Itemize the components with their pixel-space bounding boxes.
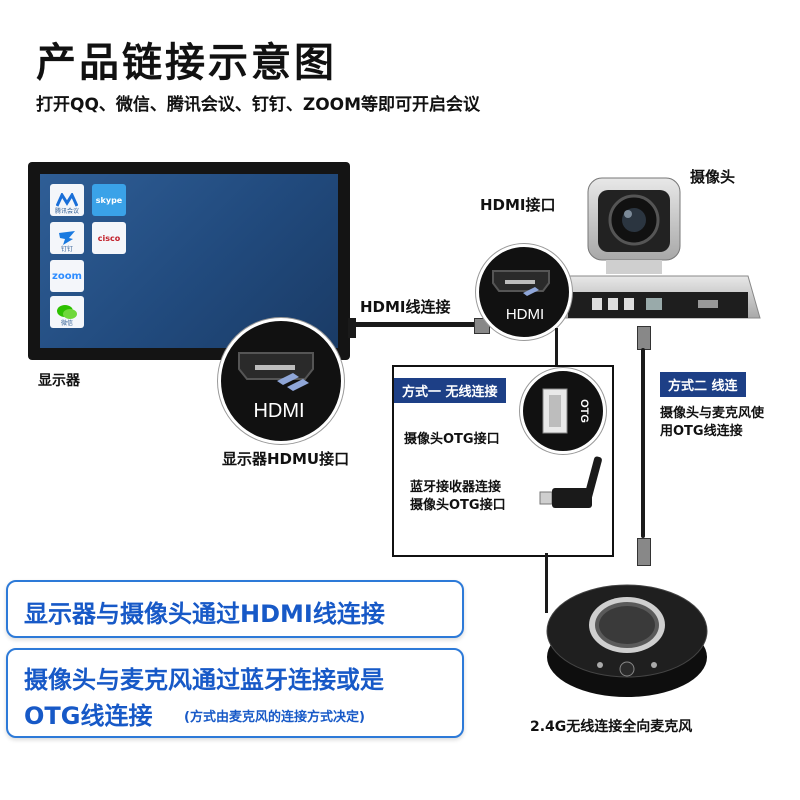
microphone-device: [546, 584, 708, 697]
receiver-label-line2: 摄像头OTG接口: [410, 498, 506, 513]
cisco-icon: cisco: [92, 222, 126, 254]
otg-cable-mode1: [555, 328, 558, 368]
note2-small: (方式由麦克风的连接方式决定): [184, 710, 365, 725]
note-mic-connection: 摄像头与麦克风通过蓝牙连接或是 OTG线连接 (方式由麦克风的连接方式决定): [6, 648, 464, 738]
hdmi-cable: [348, 322, 478, 327]
otg-plug-top: [637, 326, 651, 350]
receiver-label-line1: 蓝牙接收器连接: [410, 480, 502, 495]
app-label: zoom: [52, 270, 82, 282]
camera-hdmi-text: HDMI: [506, 306, 544, 323]
page-subtitle: 打开QQ、微信、腾讯会议、钉钉、ZOOM等即可开启会议: [36, 95, 481, 115]
app-label: cisco: [97, 233, 121, 243]
otg-port-label: 摄像头OTG接口: [404, 432, 500, 447]
bluetooth-receiver: [539, 456, 602, 508]
app-label: 微信: [60, 320, 73, 327]
otg-plug-bottom: [637, 538, 651, 566]
monitor-port-label: 显示器HDMU接口: [222, 450, 350, 468]
mode2-desc-line2: 用OTG线连接: [660, 424, 743, 439]
note2-main: OTG线连接: [24, 702, 153, 730]
camera-label: 摄像头: [690, 168, 736, 186]
otg-text: OTG: [578, 399, 590, 423]
monitor-label: 显示器: [38, 373, 80, 389]
monitor-hdmi-port-closeup: HDMI: [218, 318, 344, 444]
tencent-meeting-icon: 腾讯会议: [50, 184, 84, 216]
monitor-screen: 腾讯会议 skype 钉钉 cisco zoom 微信: [40, 174, 338, 348]
note1-text: 显示器与摄像头通过HDMI线连接: [24, 600, 385, 628]
zoom-icon: zoom: [50, 260, 84, 292]
camera-device: [557, 177, 761, 319]
hdmi-cable-label: HDMI线连接: [360, 298, 451, 316]
otg-cable-mode2: [641, 348, 645, 538]
monitor: 腾讯会议 skype 钉钉 cisco zoom 微信: [28, 162, 350, 360]
maxhub-icon: [50, 332, 84, 346]
dingtalk-icon: 钉钉: [50, 222, 84, 254]
monitor-hdmi-text: HDMI: [253, 400, 304, 422]
mode1-connector-line: [545, 553, 548, 613]
hdmi-cable-end-left: [348, 318, 356, 338]
note-hdmi-connection: 显示器与摄像头通过HDMI线连接: [6, 580, 464, 638]
otg-port-closeup: OTG: [520, 368, 606, 454]
mode1-tag: 方式一 无线连接: [394, 378, 506, 403]
app-label: skype: [95, 195, 123, 205]
app-label: 腾讯会议: [54, 208, 79, 215]
skype-icon: skype: [92, 184, 126, 216]
page-title: 产品链接示意图: [36, 40, 337, 86]
mode2-tag: 方式二 线连: [660, 372, 746, 397]
wechat-icon: 微信: [50, 296, 84, 328]
mode2-desc-line1: 摄像头与麦克风使: [660, 406, 765, 421]
note2-line1: 摄像头与麦克风通过蓝牙连接或是: [24, 666, 384, 694]
app-label: 钉钉: [60, 246, 73, 253]
camera-port-label: HDMI接口: [480, 196, 556, 214]
camera-hdmi-port-closeup: HDMI: [476, 244, 572, 340]
microphone-label: 2.4G无线连接全向麦克风: [530, 719, 693, 735]
